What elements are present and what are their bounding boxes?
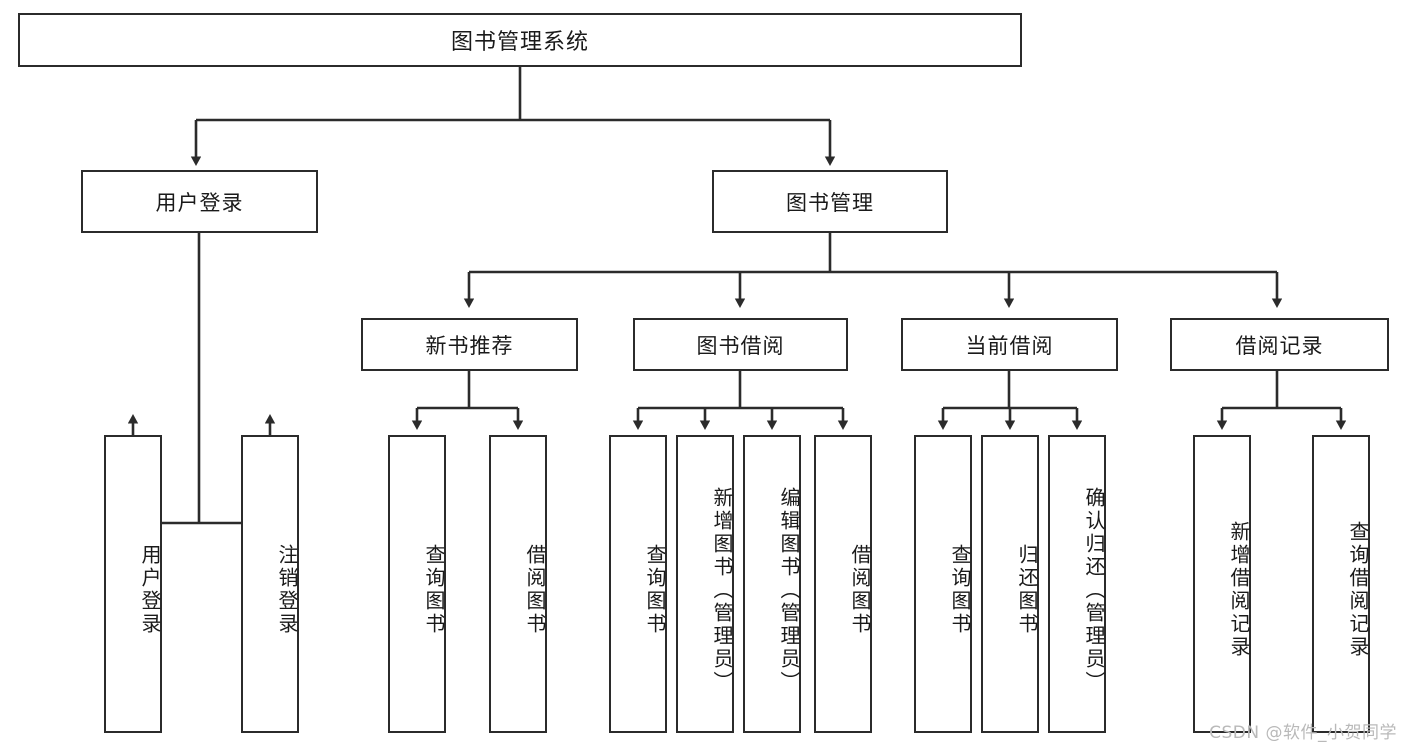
node-user-login[interactable]: 用户登录 (81, 170, 318, 233)
leaf-recommend-query-book[interactable]: 查询图书 (388, 435, 446, 733)
node-current-borrow[interactable]: 当前借阅 (901, 318, 1118, 371)
leaf-user-login[interactable]: 用户登录 (104, 435, 162, 733)
leaf-recommend-borrow-book[interactable]: 借阅图书 (489, 435, 547, 733)
leaf-user-logout[interactable]: 注销登录 (241, 435, 299, 733)
leaf-record-query-record[interactable]: 查询借阅记录 (1312, 435, 1370, 733)
leaf-borrow-add-book[interactable]: 新增图书（管理员） (676, 435, 734, 733)
leaf-borrow-query-book[interactable]: 查询图书 (609, 435, 667, 733)
leaf-borrow-borrow-book[interactable]: 借阅图书 (814, 435, 872, 733)
leaf-current-confirm-return[interactable]: 确认归还（管理员） (1048, 435, 1106, 733)
leaf-record-add-record[interactable]: 新增借阅记录 (1193, 435, 1251, 733)
node-book-borrow[interactable]: 图书借阅 (633, 318, 848, 371)
node-root-system[interactable]: 图书管理系统 (18, 13, 1022, 67)
leaf-current-query-book[interactable]: 查询图书 (914, 435, 972, 733)
node-new-book-recommend[interactable]: 新书推荐 (361, 318, 578, 371)
node-book-management[interactable]: 图书管理 (712, 170, 948, 233)
leaf-borrow-edit-book[interactable]: 编辑图书（管理员） (743, 435, 801, 733)
leaf-current-return-book[interactable]: 归还图书 (981, 435, 1039, 733)
node-borrow-record[interactable]: 借阅记录 (1170, 318, 1389, 371)
watermark-text: CSDN @软件_小贺同学 (1209, 723, 1397, 743)
